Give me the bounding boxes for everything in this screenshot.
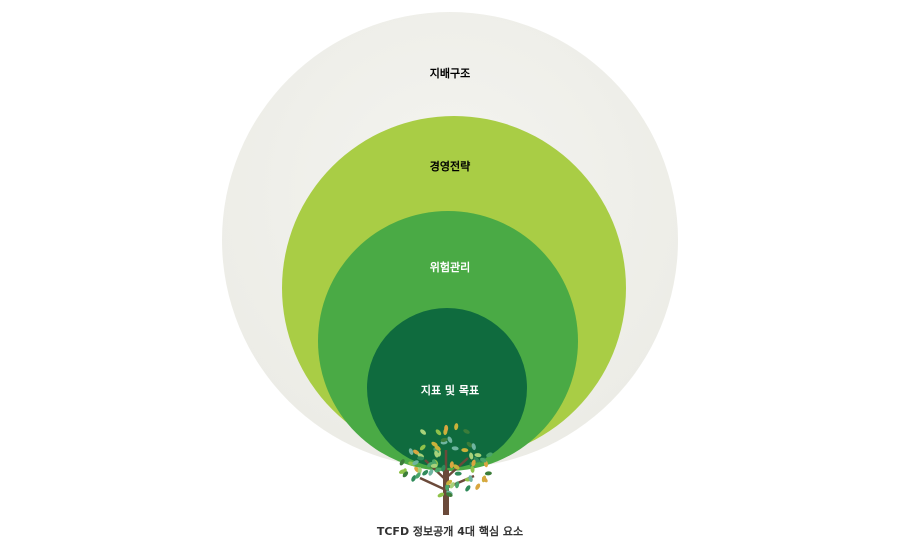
label-risk-management: 위험관리 [429,261,471,274]
leaf [465,485,471,492]
leaf [428,469,434,476]
tree-icon [398,423,493,515]
leaf [398,469,406,474]
leaf [408,448,414,455]
leaf [473,456,480,463]
leaf [417,456,425,461]
leaf [434,445,441,451]
leaf [419,444,426,451]
leaf [471,459,476,467]
leaf [434,450,439,458]
leaf [444,424,449,432]
leaf [475,483,481,490]
leaf [449,461,454,469]
leaf [463,429,470,434]
leaf [486,452,493,458]
leaf [420,429,427,435]
caption: TCFD 정보공개 4대 핵심 요소 [376,525,524,538]
leaf [441,464,446,472]
leaf [466,441,473,448]
leaf [415,472,421,479]
leaf [471,443,476,451]
leaf [481,476,488,483]
leaf [412,460,419,466]
leaf [446,479,453,486]
leaf [470,465,475,473]
label-governance: 지배구조 [429,67,471,80]
leaf [468,475,473,483]
leaf [454,423,459,431]
label-metrics-targets: 지표 및 목표 [420,384,480,397]
leaf [434,467,442,473]
leaf [422,470,429,476]
label-strategy: 경영전략 [429,160,471,173]
leaf [454,471,462,476]
leaf [399,459,405,466]
leaf [453,464,460,470]
leaf [474,453,482,458]
leaf [445,483,450,491]
leaf [435,429,442,436]
leaf [413,449,420,455]
leaf [455,481,460,489]
leaf [449,482,455,489]
leaf [446,492,453,497]
leaf [417,467,422,475]
leaf [484,471,492,476]
leaf [402,471,409,478]
leaf [440,437,448,443]
leaf [447,436,453,443]
leaf [461,448,469,453]
leaf [451,446,459,451]
leaf [469,452,474,460]
leaf [430,463,438,468]
leaf [437,492,445,498]
leaf [433,447,440,454]
leaf [411,475,417,482]
leaf [480,457,487,463]
circle-metrics-targets [367,308,527,468]
